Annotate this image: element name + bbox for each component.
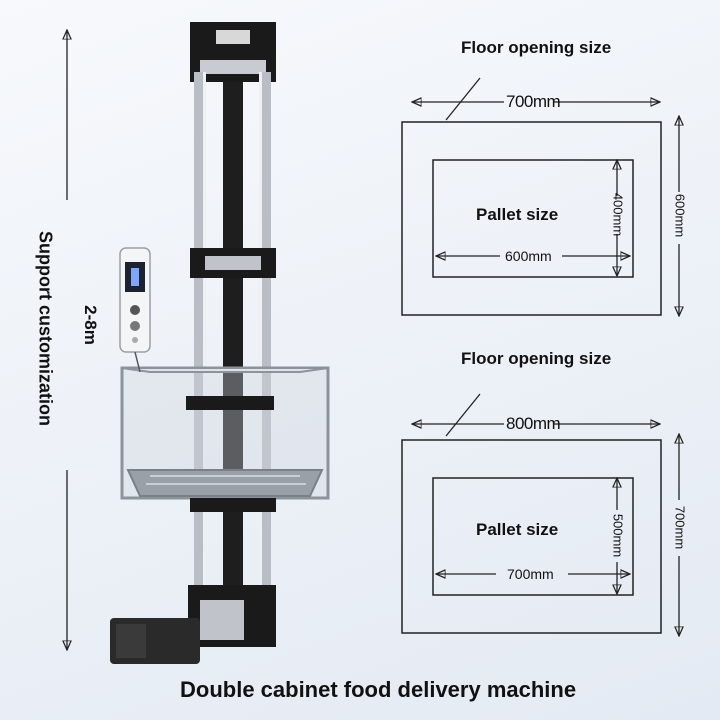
- left-rail: [194, 72, 203, 592]
- pallet-width-label: 600mm: [505, 248, 552, 264]
- floor-opening-rect: [401, 439, 662, 634]
- pallet-rect: [432, 159, 634, 278]
- pallet-size-label: Pallet size: [476, 205, 559, 224]
- floor-opening-rect: [401, 121, 662, 316]
- right-rail: [262, 72, 271, 592]
- floor-label-leader: [445, 393, 481, 437]
- floor-label-leader: [445, 77, 481, 121]
- floor-width-label: 700mm: [506, 92, 561, 111]
- control-panel: [119, 247, 151, 373]
- customization-label: Support customization: [35, 231, 56, 426]
- dumbwaiter-machine: [110, 22, 330, 664]
- pallet-depth-label: 400mm: [610, 192, 626, 237]
- floor-opening-label: Floor opening size: [461, 38, 612, 57]
- pallet-depth-label: 500mm: [610, 513, 626, 558]
- floor-width-label: 800mm: [506, 414, 561, 433]
- pallet-size-label: Pallet size: [476, 520, 559, 539]
- floor-depth-label: 600mm: [672, 193, 688, 238]
- cabinet-box: [120, 366, 330, 500]
- pallet-rect: [432, 477, 634, 596]
- floor-depth-label: 700mm: [672, 505, 688, 550]
- diagram-1: [401, 77, 679, 316]
- pallet-width-label: 700mm: [507, 566, 554, 582]
- diagram-2: [401, 393, 679, 636]
- center-column: [223, 82, 243, 622]
- floor-opening-label: Floor opening size: [461, 349, 612, 368]
- page-title: Double cabinet food delivery machine: [180, 677, 577, 702]
- height-range-label: 2-8m: [81, 305, 100, 345]
